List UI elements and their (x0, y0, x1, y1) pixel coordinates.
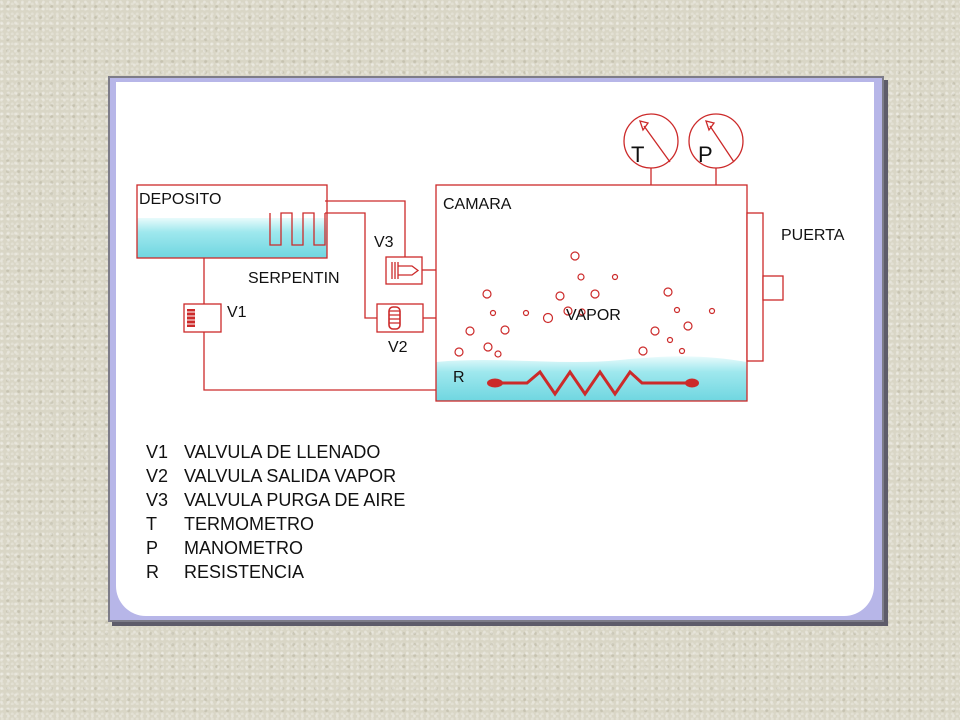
legend-row: V1 VALVULA DE LLENADO (146, 440, 405, 464)
legend-row: P MANOMETRO (146, 536, 405, 560)
legend-row: T TERMOMETRO (146, 512, 405, 536)
legend-code: V2 (146, 466, 169, 486)
serpentin-pipe-top (325, 200, 406, 257)
v3-label: V3 (374, 234, 394, 251)
legend-text: VALVULA SALIDA VAPOR (184, 466, 397, 486)
serpentin-label: SERPENTIN (248, 270, 340, 287)
valve-v2 (376, 303, 436, 333)
vapor-label: VAPOR (566, 307, 621, 324)
puerta-door (746, 212, 784, 362)
legend-text: VALVULA PURGA DE AIRE (184, 490, 406, 510)
legend-code: R (146, 562, 159, 582)
legend-text: RESISTENCIA (184, 562, 305, 582)
legend-text: MANOMETRO (184, 538, 303, 558)
legend-text: VALVULA DE LLENADO (184, 442, 381, 462)
legend-row: V3 VALVULA PURGA DE AIRE (146, 488, 405, 512)
legend-text: TERMOMETRO (184, 514, 314, 534)
legend-code: V3 (146, 490, 169, 510)
p-label: P (698, 142, 713, 167)
t-label: T (631, 142, 644, 167)
v1-label: V1 (227, 304, 247, 321)
vapor-bubbles (454, 251, 716, 358)
pressure-gauge (688, 113, 744, 185)
v2-label: V2 (388, 339, 408, 356)
puerta-label: PUERTA (781, 227, 845, 244)
r-label: R (453, 369, 465, 386)
fill-pipe (203, 258, 436, 391)
deposito-label: DEPOSITO (139, 191, 221, 208)
legend-code: P (146, 538, 159, 558)
resistance-heater (487, 369, 699, 397)
serpentin-pipe-return (325, 212, 377, 319)
deposito-tank (136, 184, 328, 259)
camara-label: CAMARA (443, 196, 512, 213)
legend-row: V2 VALVULA SALIDA VAPOR (146, 464, 405, 488)
valve-v1 (183, 303, 222, 333)
valve-v3 (385, 256, 436, 285)
serpentin-coil (269, 212, 326, 246)
legend: V1 VALVULA DE LLENADO V2 VALVULA SALIDA … (146, 440, 405, 584)
legend-code: T (146, 514, 157, 534)
legend-code: V1 (146, 442, 169, 462)
legend-row: R RESISTENCIA (146, 560, 405, 584)
thermometer-gauge (623, 113, 679, 185)
